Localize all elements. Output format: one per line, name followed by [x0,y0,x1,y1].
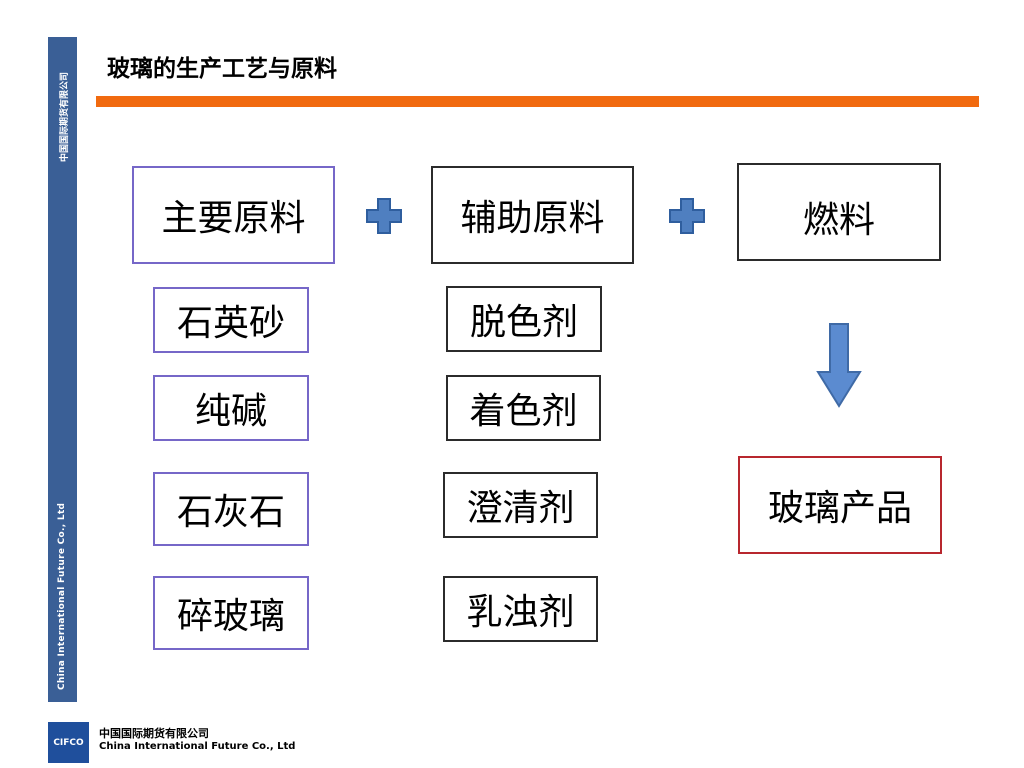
glass-product-box: 玻璃产品 [738,456,942,554]
auxiliary-materials-header: 辅助原料 [431,166,634,264]
footer-company-en: China International Future Co., Ltd [99,741,296,752]
sidebar-band [48,37,77,702]
sidebar-company-cn: 中国国际期货有限公司 [60,71,70,162]
main-material-item: 碎玻璃 [153,576,309,650]
title-underline-bar [96,96,979,107]
down-arrow-icon [816,323,862,408]
main-material-item: 石灰石 [153,472,309,546]
auxiliary-material-item: 乳浊剂 [443,576,598,642]
plus-icon [669,198,705,234]
cifco-logo: CIFCO [48,722,89,763]
footer-company-cn: 中国国际期货有限公司 [99,727,209,740]
auxiliary-material-item: 脱色剂 [446,286,602,352]
auxiliary-material-item: 澄清剂 [443,472,598,538]
plus-icon [366,198,402,234]
page-title: 玻璃的生产工艺与原料 [107,56,337,82]
main-material-item: 石英砂 [153,287,309,353]
auxiliary-material-item: 着色剂 [446,375,601,441]
sidebar-company-en: China International Future Co., Ltd [57,502,67,690]
fuel-header: 燃料 [737,163,941,261]
main-material-item: 纯碱 [153,375,309,441]
main-materials-header: 主要原料 [132,166,335,264]
